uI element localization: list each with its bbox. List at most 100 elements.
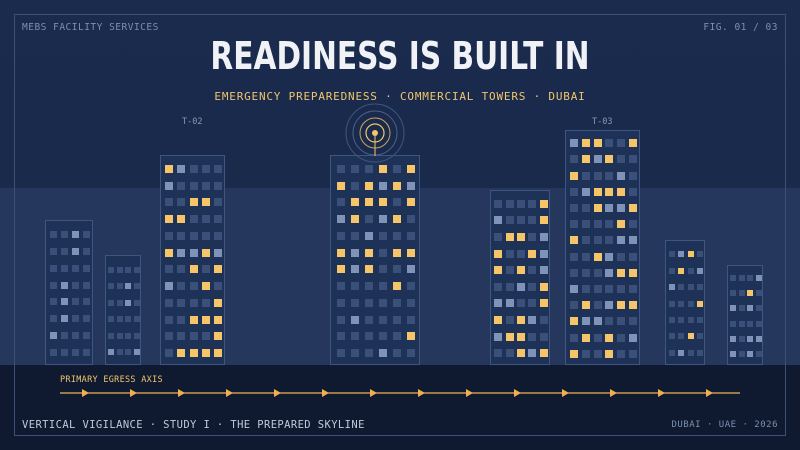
window [593,155,602,164]
egress-arrow-icon [514,389,521,397]
window [605,220,614,229]
window [605,187,614,196]
window [133,283,140,290]
window [539,232,548,241]
window [505,249,514,258]
window [747,305,754,312]
window [201,282,210,291]
beacon-icon [345,103,405,163]
window [201,349,210,358]
window [108,349,115,356]
window [617,187,626,196]
window [605,155,614,164]
window [629,317,638,326]
window [125,316,132,323]
window [605,349,614,358]
window [669,284,676,291]
window [738,275,745,282]
window [108,283,115,290]
window [581,301,590,310]
window [528,299,537,308]
window [696,333,703,340]
window [379,198,387,207]
window [738,350,745,357]
tower-3 [160,155,225,365]
window [569,317,578,326]
window [407,215,415,224]
window [605,139,614,148]
tower-tag-t02: T-02 [182,117,203,127]
window [50,349,57,357]
window [593,268,602,277]
window [629,285,638,293]
window [407,282,415,291]
page-title: READINESS IS BUILT IN [210,34,590,78]
window [189,215,198,224]
window [539,349,548,358]
window [505,216,514,225]
window [687,284,694,291]
window [351,282,359,291]
window [165,265,174,274]
window [61,230,68,238]
window [61,298,68,306]
window [83,298,90,306]
window [539,266,548,275]
window [605,285,614,293]
window [337,298,345,307]
tower-8 [727,265,763,365]
window [201,198,210,207]
window [539,299,548,308]
window [72,349,79,357]
window [528,282,537,291]
window [669,251,676,258]
window [407,315,415,324]
window [581,171,590,180]
window [133,349,140,356]
window [517,249,525,258]
window [593,139,602,148]
window [213,282,222,291]
window [379,248,387,257]
egress-arrow-icon [418,389,425,397]
window [337,248,345,257]
window [108,266,115,273]
window [407,181,415,190]
window [539,282,548,291]
window [72,315,79,323]
window [569,268,578,277]
window [629,139,638,148]
figure-number: FIG. 01 / 03 [703,22,778,33]
window [125,266,132,273]
window [351,198,359,207]
window [365,265,373,274]
window [569,220,578,229]
window [569,349,578,358]
window [393,298,401,307]
window [605,171,614,180]
window [617,155,626,164]
window [213,265,222,274]
window [494,299,503,308]
window [50,281,57,289]
window [569,171,578,180]
window [505,266,514,275]
window [517,316,525,325]
egress-arrow-icon [274,389,281,397]
window [617,220,626,229]
window [189,332,198,341]
window [747,350,754,357]
window [617,268,626,277]
window [696,267,703,274]
window [351,315,359,324]
window [379,215,387,224]
window [365,315,373,324]
window [687,267,694,274]
window [177,298,186,307]
window [393,181,401,190]
window [494,199,503,208]
window [528,249,537,258]
window [617,301,626,310]
window [678,333,685,340]
window [581,349,590,358]
